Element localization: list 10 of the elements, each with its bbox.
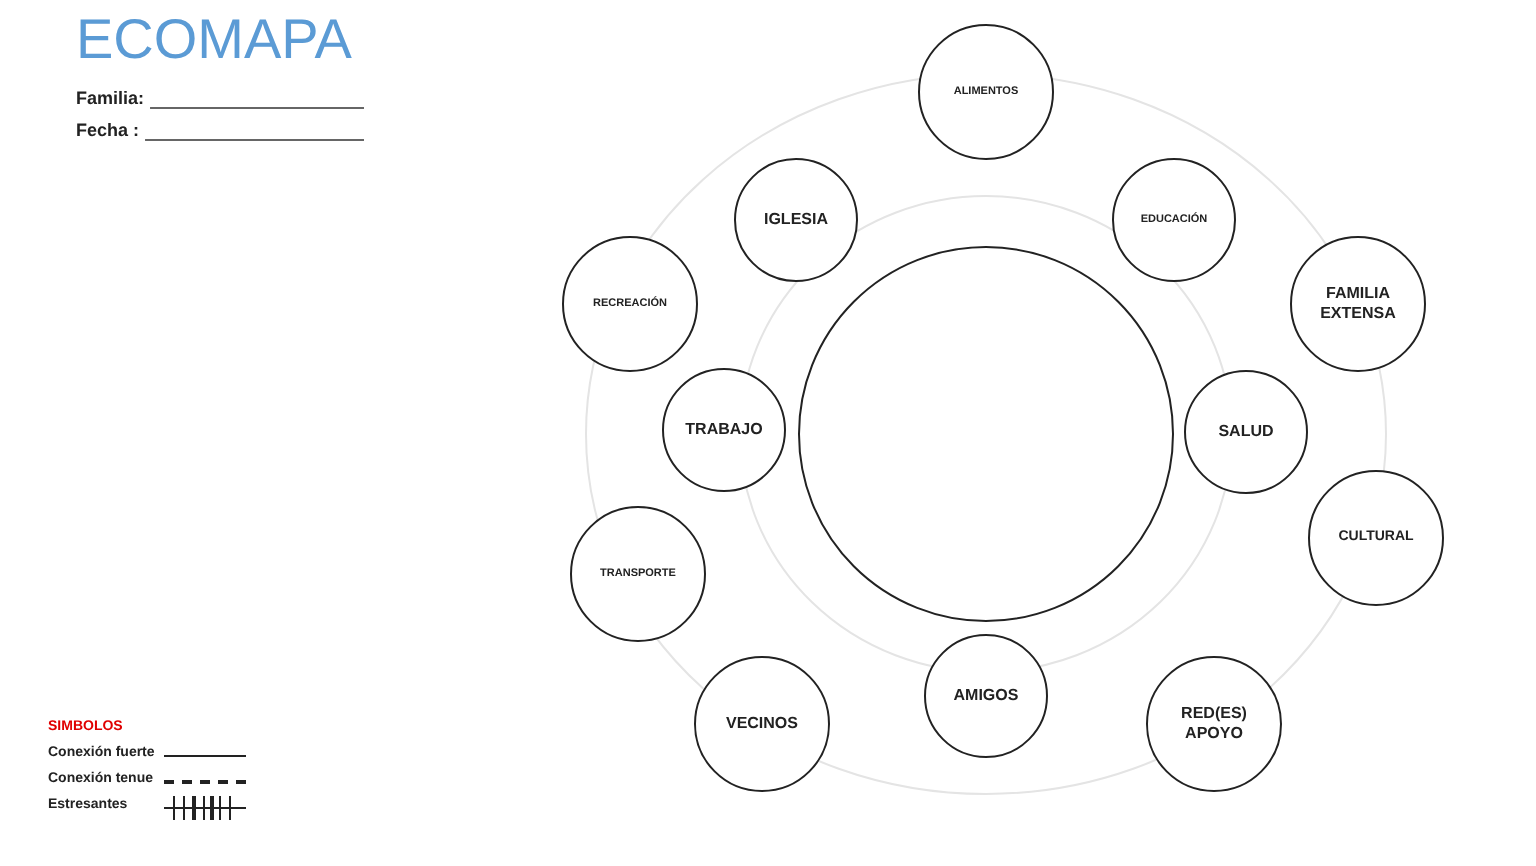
node-label: IGLESIA <box>763 210 828 230</box>
node-label: VECINOS <box>725 714 798 734</box>
form-label: Fecha : <box>76 120 140 140</box>
node-label: RED(ES) APOYO <box>1179 704 1249 744</box>
title: ECOMAPA <box>76 12 352 68</box>
node-label: FAMILIA EXTENSA <box>1318 284 1398 324</box>
node-label: SALUD <box>1218 422 1274 442</box>
form-label: Familia: <box>76 88 145 108</box>
node-label: TRABAJO <box>685 420 763 440</box>
node-label: AMIGOS <box>953 686 1019 706</box>
